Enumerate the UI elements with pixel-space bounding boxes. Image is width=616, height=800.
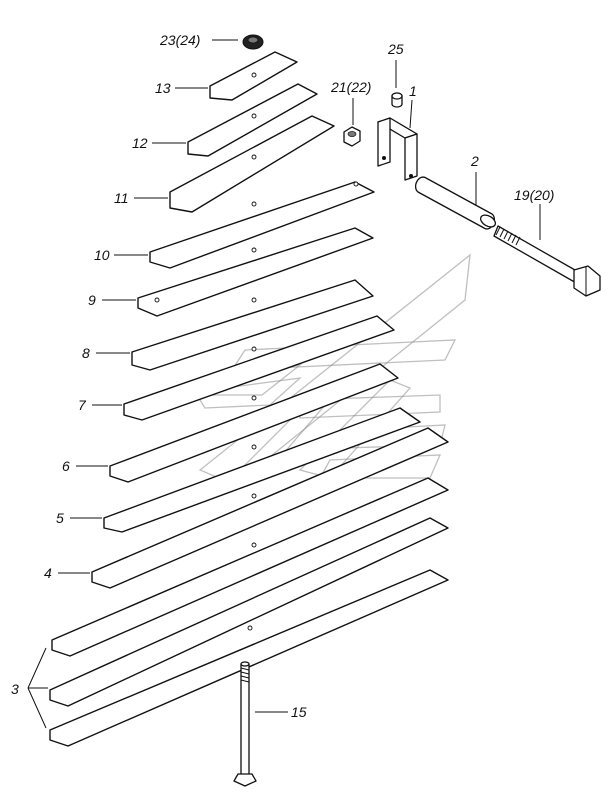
clip-bracket: [377, 117, 418, 181]
bushing-tube: [414, 176, 497, 230]
label-7: 7: [78, 397, 87, 413]
leaf-6: [109, 363, 399, 483]
label-1: 1: [409, 83, 417, 99]
leaf-3b: [49, 517, 449, 707]
top-nut: [242, 34, 264, 50]
label-11: 11: [114, 190, 129, 206]
label-10: 10: [94, 247, 110, 263]
leaf-9: [137, 227, 374, 317]
spring-leaves: [49, 51, 449, 747]
leaf-10: [149, 181, 375, 269]
leaf-3c: [49, 569, 449, 747]
label-12: 12: [132, 135, 148, 151]
leaf-8: [131, 279, 374, 371]
long-bolt: [493, 225, 601, 297]
label-5: 5: [56, 510, 64, 526]
leaf-4: [91, 427, 449, 589]
leaf-5: [103, 407, 421, 533]
label-3: 3: [11, 681, 19, 697]
leaf-12: [187, 83, 318, 157]
label-9: 9: [88, 292, 96, 308]
label-2: 2: [470, 153, 479, 169]
label-25: 25: [387, 41, 404, 57]
label-21-22: 21(22): [330, 79, 371, 95]
leaf-3a: [51, 477, 449, 657]
center-bolt: [233, 661, 257, 787]
label-4: 4: [44, 565, 52, 581]
label-13: 13: [155, 80, 171, 96]
cap-part: [391, 92, 403, 108]
label-15: 15: [291, 704, 307, 720]
label-19-20: 19(20): [514, 187, 554, 203]
label-8: 8: [82, 345, 90, 361]
leaf-7: [123, 315, 395, 421]
leaf-11: [169, 115, 335, 213]
small-nut: [343, 126, 361, 147]
label-23-24: 23(24): [159, 32, 200, 48]
label-6: 6: [62, 458, 70, 474]
